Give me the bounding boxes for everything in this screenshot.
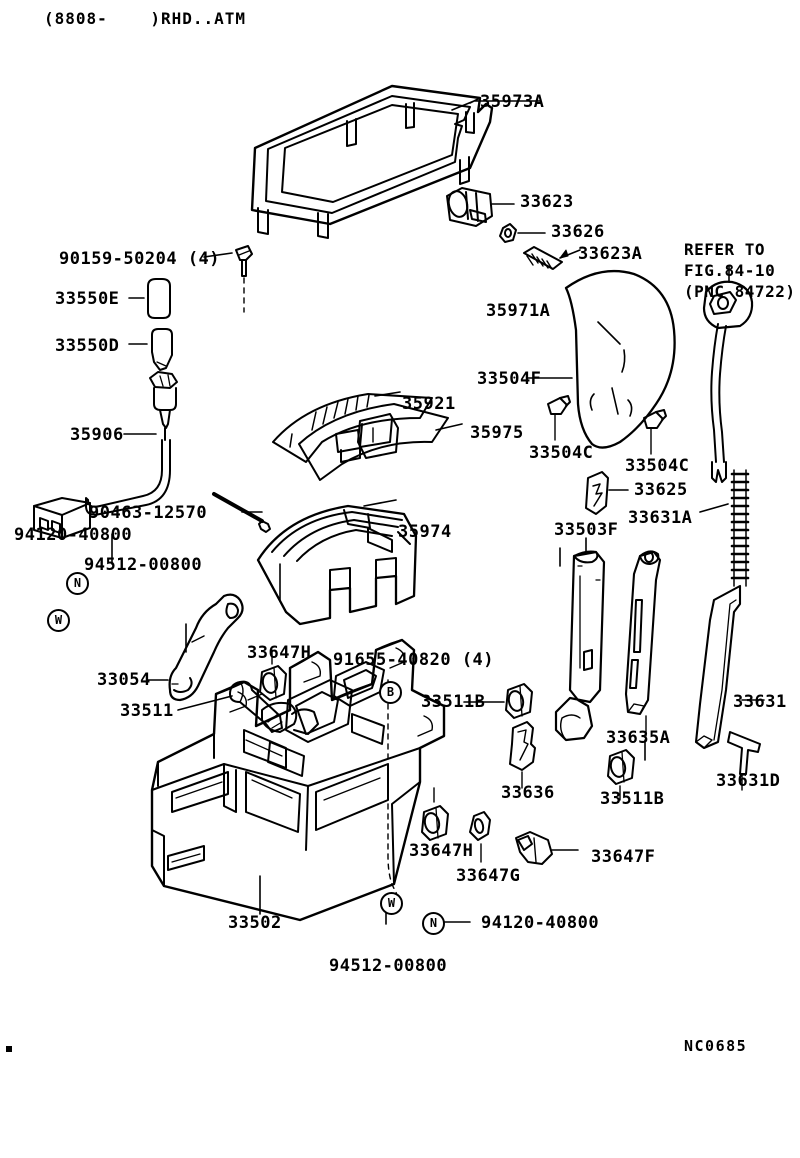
marker-n-bottom: N [422,912,445,935]
part-33504F-knob [527,269,676,449]
callout-33647H-bottom: 33647H [409,841,474,861]
reference-line1: REFER TO [684,240,766,259]
part-33636-retainer [509,721,536,789]
callout-35971A: 35971A [486,301,551,321]
sheet-header: (8808- )RHD..ATM [44,9,247,28]
part-33647F-plug [515,831,579,865]
marker-w-top: W [47,609,70,632]
callout-33054: 33054 [97,670,151,690]
part-35973A-frame [250,84,541,239]
part-35975-slider [298,403,463,481]
callout-33504C-left: 33504C [529,443,594,463]
callout-91655-40820: 91655-40820 (4) [333,650,495,670]
callout-33626: 33626 [551,222,605,242]
part-33647G-ring [469,811,491,863]
callout-33550E: 33550E [55,289,120,309]
callout-33504F: 33504F [477,369,542,389]
callout-33635A: 33635A [606,728,671,748]
part-33647H-bushing-top [259,649,287,701]
callout-33623A: 33623A [578,244,643,264]
callout-33503F: 33503F [554,520,619,540]
callout-33502: 33502 [228,913,282,933]
part-33504C-screw-left [547,395,571,441]
corner-mark [6,1046,12,1052]
callout-35906: 35906 [70,425,124,445]
part-90159-50204-screw [203,245,253,313]
callout-33623: 33623 [520,192,574,212]
part-33623-bushing [446,187,515,227]
callout-35921: 35921 [402,394,456,414]
marker-w-bottom: W [380,892,403,915]
callout-33511B-lower: 33511B [600,789,665,809]
part-33647H-bushing-bottom [421,787,449,841]
callout-33511B-upper: 33511B [421,692,486,712]
callout-33647G: 33647G [456,866,521,886]
part-33054-lever [147,593,244,702]
callout-33550D: 33550D [55,336,120,356]
callout-33631: 33631 [733,692,787,712]
part-33550D-bulb [128,328,173,371]
part-33550E-bulb [128,278,171,319]
part-33504C-screw-right [643,409,667,455]
reference-line2: FIG.84-10 [684,260,776,280]
part-35906-harness [33,371,178,539]
callout-33625: 33625 [634,480,688,500]
sheet-footer-code: NC0685 [684,1037,748,1055]
part-33625-clip [585,471,629,515]
reference-line3: (PNC 84722) [684,281,796,301]
callout-33631D: 33631D [716,771,781,791]
part-33511B-bushing-lower [607,749,635,801]
leader-lines [111,533,646,925]
part-90463-12570-clamp [212,492,271,533]
callout-33647H-top: 33647H [247,643,312,663]
callout-33631A: 33631A [628,508,693,528]
part-33626-washer [499,223,546,243]
part-35974-housing [256,499,418,626]
part-33635A-rod [624,550,662,737]
part-33502-base-housing [150,638,446,922]
part-33623A-bolt [523,246,581,270]
callout-33647F: 33647F [591,847,656,867]
callout-35974: 35974 [398,522,452,542]
marker-n-top: N [66,572,89,595]
marker-b: B [379,681,402,704]
part-33631D-pin [727,731,761,791]
part-33511B-bushing-upper [463,683,533,719]
callout-94120-40800-bottom: 94120-40800 [481,913,600,933]
callout-35975: 35975 [470,423,524,443]
callout-90463-12570: 90463-12570 [89,503,208,523]
callout-94120-40800-top: 94120-40800 [14,525,133,545]
callout-35973A: 35973A [480,92,545,112]
part-33631-rod [694,584,765,750]
callout-90159-50204: 90159-50204 (4) [59,249,221,269]
callout-33636: 33636 [501,783,555,803]
part-overdrive-switch [702,265,754,483]
part-33503F-shaft [554,537,606,742]
callout-94512-00800-bottom: 94512-00800 [329,956,448,976]
callout-94512-00800-top: 94512-00800 [84,555,203,575]
callout-33511: 33511 [120,701,174,721]
callout-33504C-right: 33504C [625,456,690,476]
part-33631A-spring [699,469,750,587]
